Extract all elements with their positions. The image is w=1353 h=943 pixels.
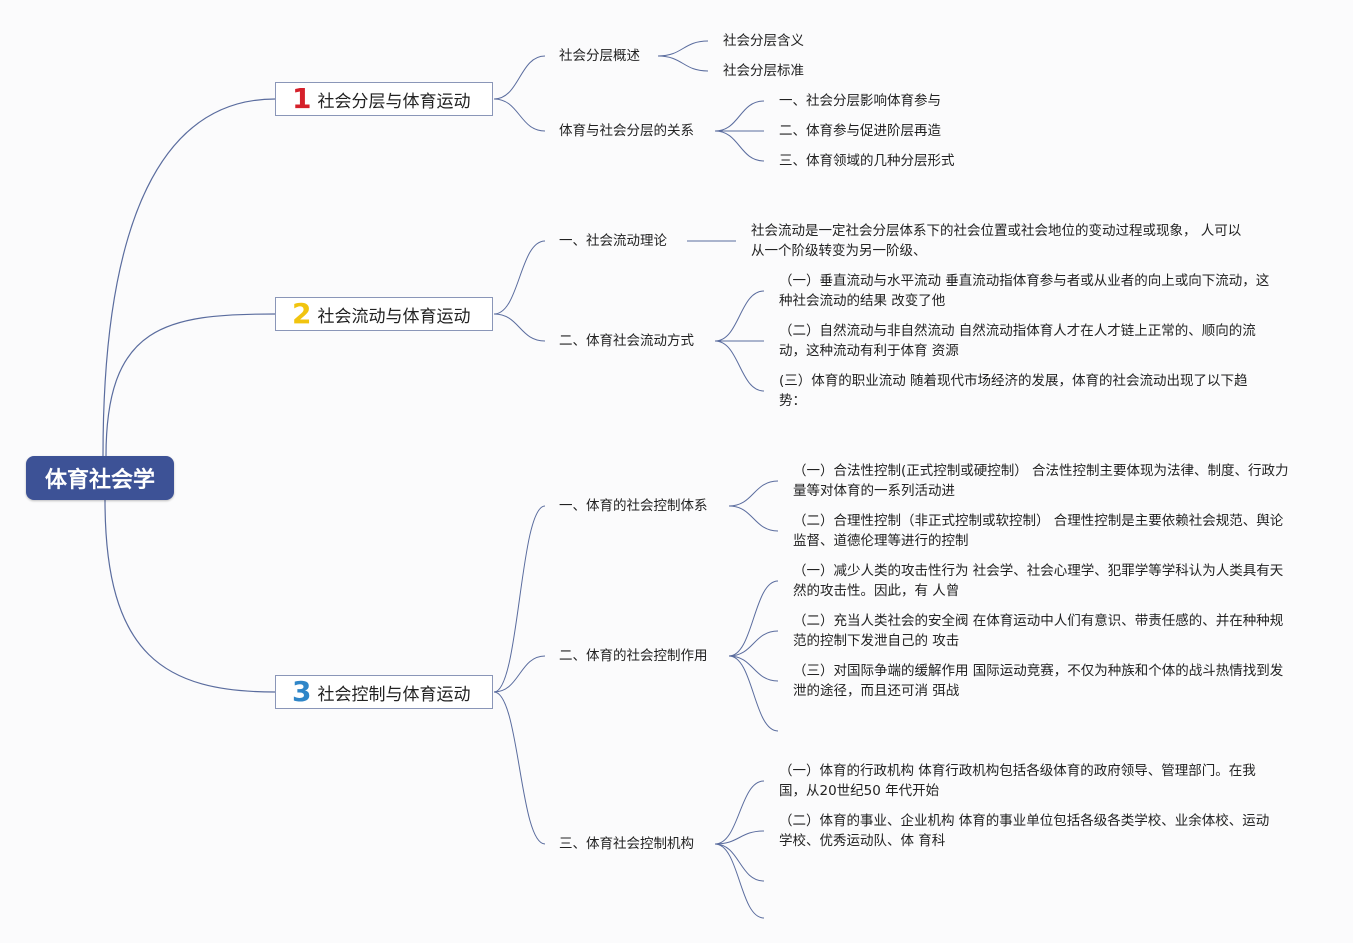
leaf-topic[interactable]: 社会分层含义 xyxy=(723,33,804,49)
leaf-topic[interactable]: （一）垂直流动与水平流动 垂直流动指体育参与者或从业者的向上或向下流动，这种社会… xyxy=(779,273,1270,309)
connector-line xyxy=(714,843,765,919)
root-connector-line xyxy=(102,98,276,457)
connector-line xyxy=(714,100,765,132)
leaf-topic[interactable]: 三、体育领域的几种分层形式 xyxy=(779,153,955,169)
leaf-topic[interactable]: 社会流动是一定社会分层体系下的社会位置或社会地位的变动过程或现象， 人可以从一个… xyxy=(751,223,1242,259)
leaf-topic[interactable]: （一）体育的行政机构 体育行政机构包括各级体育的政府领导、管理部门。在我国，从2… xyxy=(779,763,1256,799)
connector-line xyxy=(714,130,765,162)
subtopic-3-1[interactable]: 一、体育的社会控制体系 xyxy=(559,498,708,514)
subtopic-1-2[interactable]: 体育与社会分层的关系 xyxy=(559,123,694,139)
leaf-topic[interactable]: （二）合理性控制（非正式控制或软控制） 合理性控制是主要依赖社会规范、舆论监督、… xyxy=(793,513,1284,549)
branch-3-topic[interactable]: 3 社会控制与体育运动 xyxy=(275,675,493,709)
connector-line xyxy=(714,290,765,342)
connector-line xyxy=(728,480,779,507)
root-connector-line xyxy=(105,313,276,457)
leaf-topic[interactable]: 一、社会分层影响体育参与 xyxy=(779,93,941,109)
connector-line xyxy=(493,313,546,342)
connector-line xyxy=(493,655,546,693)
subtopic-3-2[interactable]: 二、体育的社会控制作用 xyxy=(559,648,708,664)
subtopic-3-3[interactable]: 三、体育社会控制机构 xyxy=(559,836,694,852)
leaf-topic[interactable]: （一）合法性控制(正式控制或硬控制） 合法性控制主要体现为法律、制度、行政力量等… xyxy=(793,463,1289,499)
connector-line xyxy=(714,780,765,845)
subtopic-2-1[interactable]: 一、社会流动理论 xyxy=(559,233,667,249)
leaf-topic[interactable]: 二、体育参与促进阶层再造 xyxy=(779,123,941,139)
connector-line xyxy=(728,580,779,657)
leaf-topic[interactable]: （二）自然流动与非自然流动 自然流动指体育人才在人才链上正常的、顺向的流动，这种… xyxy=(779,323,1256,359)
leaf-topic[interactable]: (三）体育的职业流动 随着现代市场经济的发展，体育的社会流动出现了以下趋势： xyxy=(779,373,1248,409)
leaf-topic[interactable]: （二）充当人类社会的安全阀 在体育运动中人们有意识、带责任感的、并在种种规范的控… xyxy=(793,613,1284,649)
number-1-icon: 1 xyxy=(292,82,312,115)
connector-line xyxy=(493,691,546,845)
branch-2-label: 社会流动与体育运动 xyxy=(317,306,471,327)
connector-line xyxy=(657,40,709,57)
connector-line xyxy=(657,55,709,72)
leaf-topic[interactable]: 社会分层标准 xyxy=(723,63,804,79)
root-connector-line xyxy=(104,499,276,693)
leaf-topic[interactable]: （三）对国际争端的缓解作用 国际运动竞赛，不仅为种族和个体的战斗热情找到发泄的途… xyxy=(793,663,1284,699)
connector-line xyxy=(714,830,765,845)
connector-line xyxy=(728,655,779,732)
connector-line xyxy=(493,55,546,100)
connector-line xyxy=(714,843,765,882)
number-2-icon: 2 xyxy=(292,297,312,330)
subtopic-2-2[interactable]: 二、体育社会流动方式 xyxy=(559,333,694,349)
root-topic[interactable]: 体育社会学 xyxy=(26,456,174,500)
branch-2-topic[interactable]: 2 社会流动与体育运动 xyxy=(275,297,493,331)
connector-line xyxy=(728,630,779,657)
connector-line xyxy=(714,340,765,392)
branch-3-label: 社会控制与体育运动 xyxy=(317,684,471,705)
connector-line xyxy=(493,98,546,132)
leaf-topic[interactable]: （二）体育的事业、企业机构 体育的事业单位包括各级各类学校、业余体校、运动学校、… xyxy=(779,813,1270,849)
connector-line xyxy=(728,505,779,532)
number-3-icon: 3 xyxy=(292,675,312,708)
connector-line xyxy=(493,240,546,315)
root-topic-label: 体育社会学 xyxy=(44,468,155,493)
branch-1-topic[interactable]: 1 社会分层与体育运动 xyxy=(275,82,493,116)
connector-line xyxy=(728,655,779,682)
leaf-topic[interactable]: （一）减少人类的攻击性行为 社会学、社会心理学、犯罪学等学科认为人类具有天然的攻… xyxy=(793,563,1284,599)
subtopic-1-1[interactable]: 社会分层概述 xyxy=(559,48,640,64)
connector-line xyxy=(493,505,546,693)
branch-1-label: 社会分层与体育运动 xyxy=(317,91,471,112)
